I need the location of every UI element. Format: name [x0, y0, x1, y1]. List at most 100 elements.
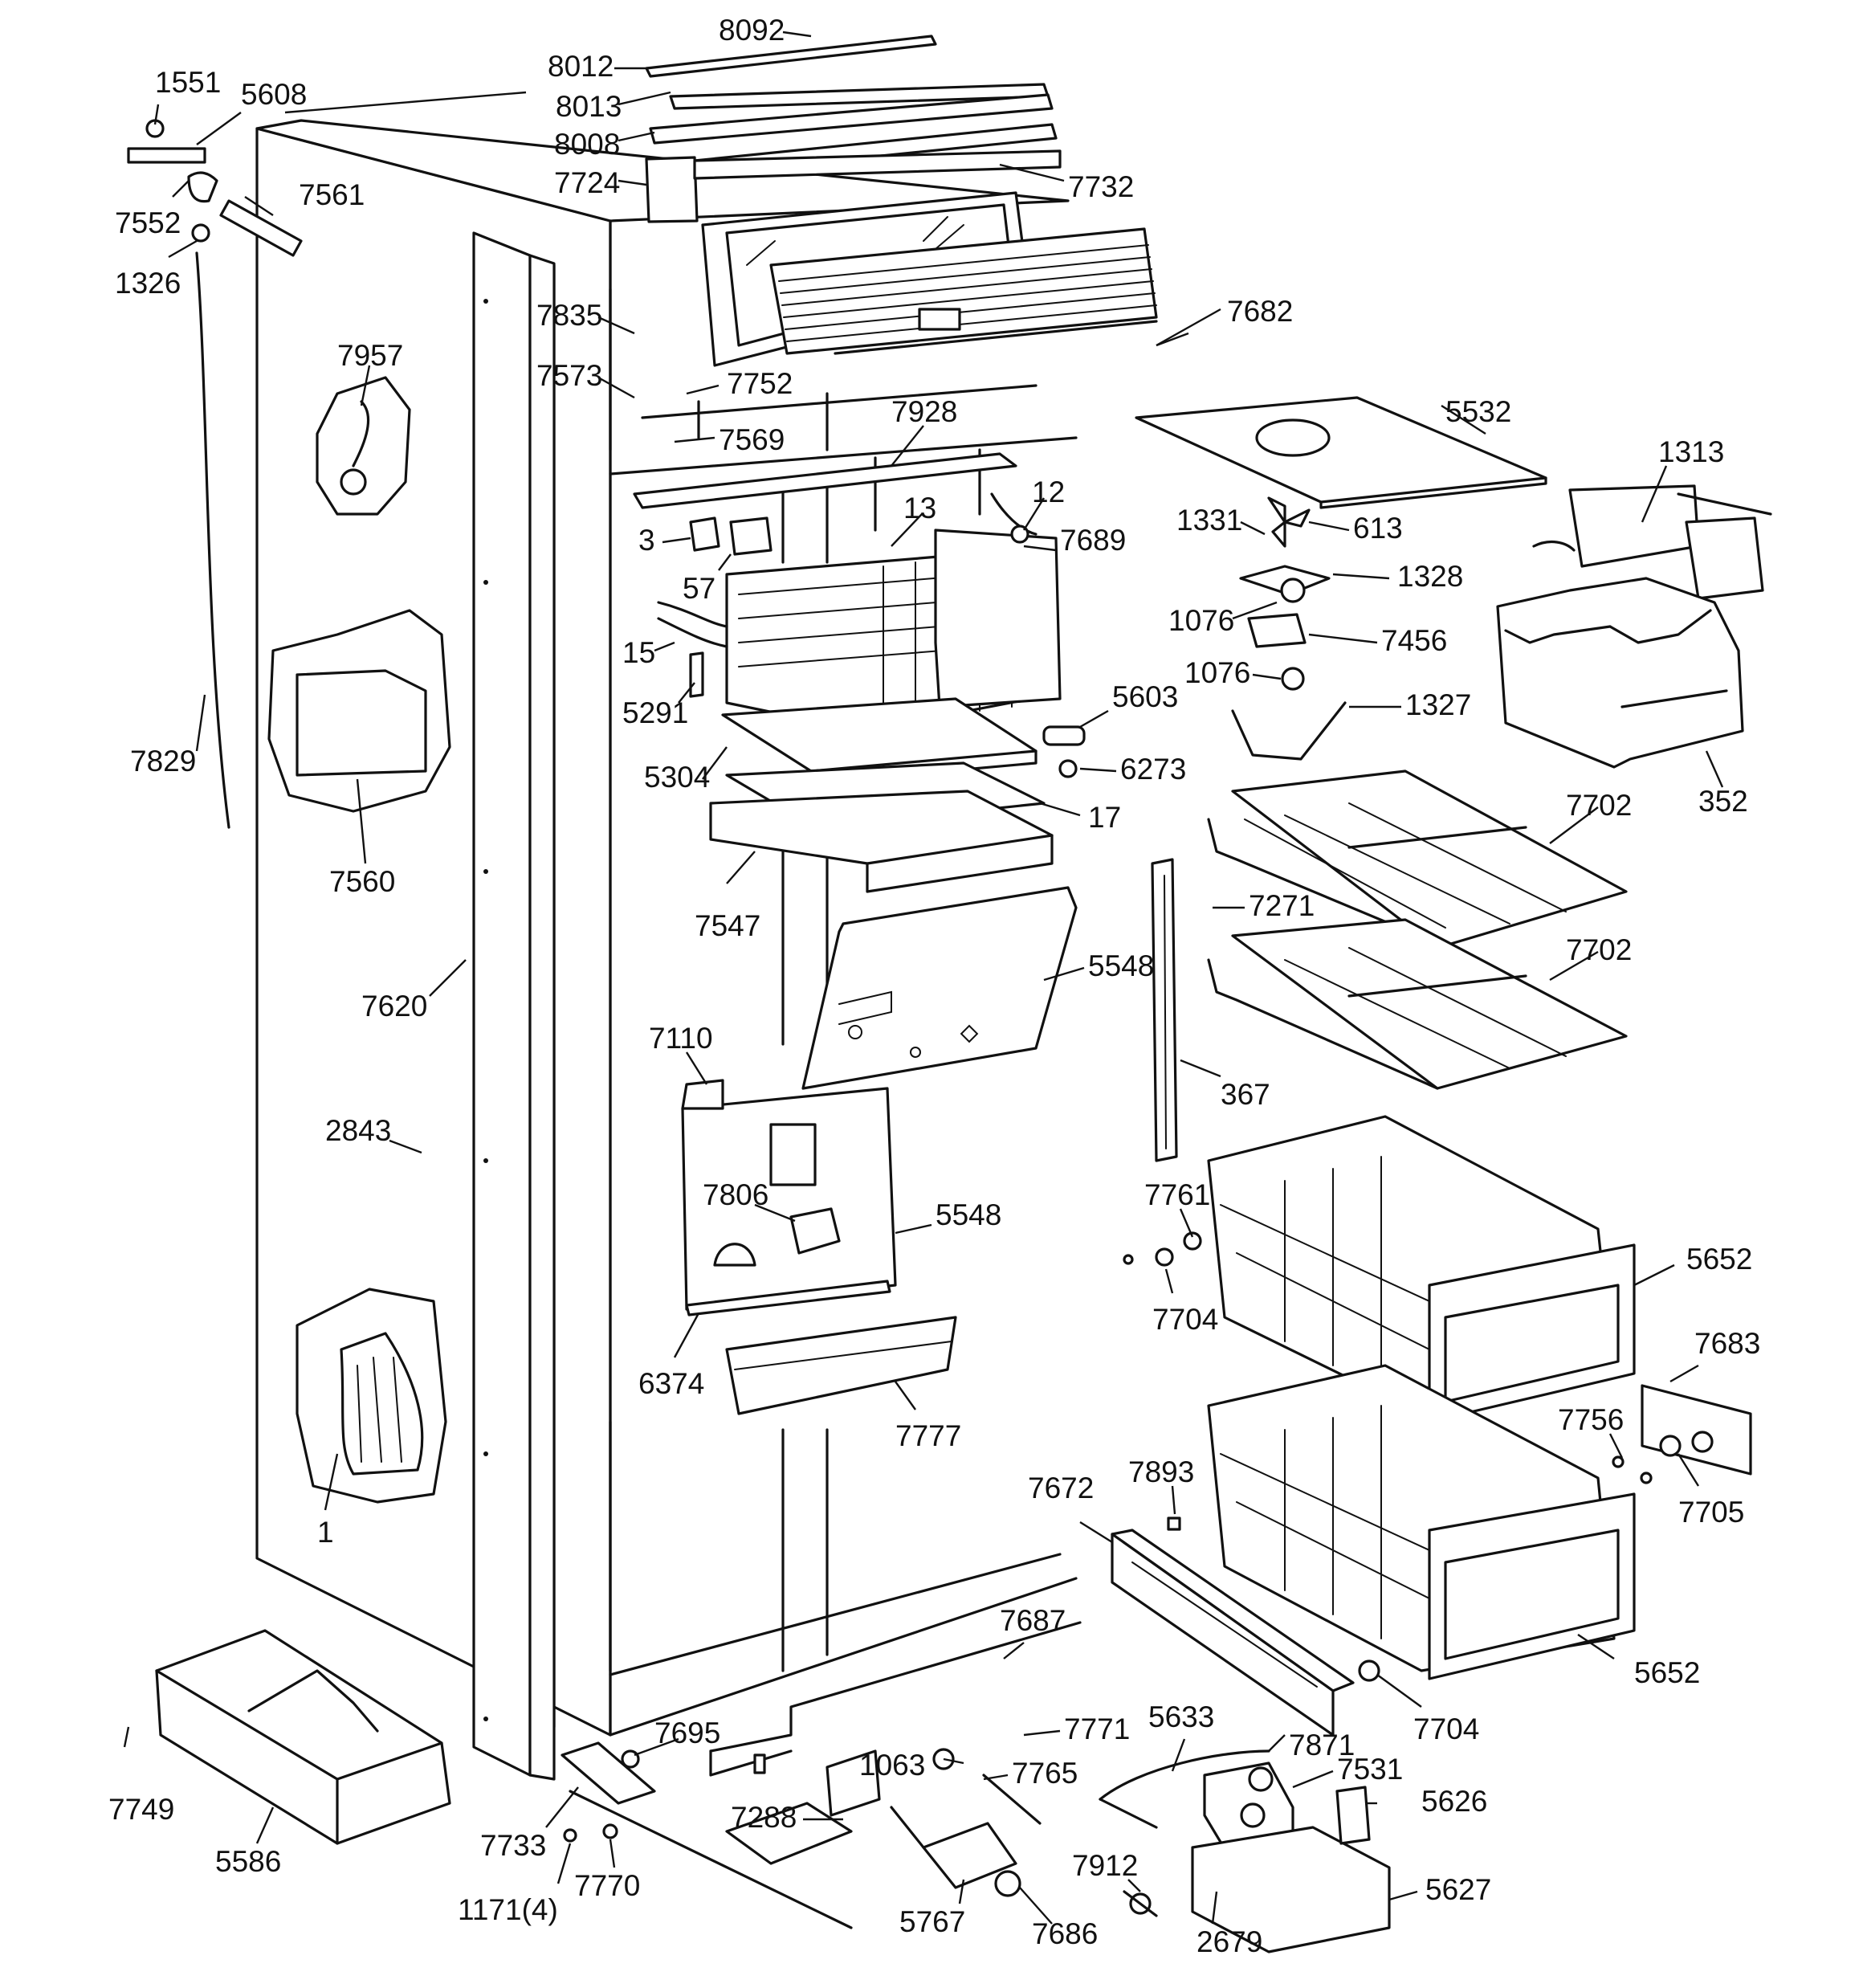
label-7732: 7732 — [1068, 170, 1134, 203]
shelf-7702-lower — [1207, 918, 1628, 1090]
label-7835: 7835 — [536, 299, 602, 332]
label-7704a: 7704 — [1152, 1303, 1218, 1336]
label-2679: 2679 — [1196, 1925, 1262, 1958]
label-5652a: 5652 — [1686, 1243, 1752, 1276]
label-7871: 7871 — [1289, 1729, 1355, 1761]
label-7733: 7733 — [480, 1829, 546, 1862]
louver-7682 — [769, 227, 1158, 355]
label-352: 352 — [1698, 785, 1748, 818]
rail-367 — [1151, 858, 1178, 1162]
label-1063: 1063 — [859, 1749, 925, 1782]
label-7893: 7893 — [1128, 1455, 1194, 1488]
strip-6374 — [685, 1280, 891, 1316]
label-7689: 7689 — [1060, 524, 1126, 557]
label-8008: 8008 — [554, 128, 620, 161]
label-1076a: 1076 — [1168, 604, 1234, 637]
front-channel-7620 — [472, 231, 556, 1781]
label-7705: 7705 — [1678, 1496, 1744, 1529]
label-17: 17 — [1088, 801, 1121, 834]
slide-7683 — [1612, 1384, 1752, 1484]
label-2843: 2843 — [325, 1114, 391, 1147]
label-7271: 7271 — [1249, 889, 1315, 922]
label-5767: 5767 — [899, 1905, 965, 1938]
label-7771: 7771 — [1064, 1712, 1130, 1745]
label-7547: 7547 — [695, 909, 760, 942]
label-5548a: 5548 — [1088, 949, 1154, 982]
label-7957: 7957 — [337, 339, 403, 372]
label-6273: 6273 — [1120, 753, 1186, 786]
label-7682: 7682 — [1227, 295, 1293, 328]
top-trim-strips — [645, 35, 1062, 223]
slide-7672 — [1111, 1517, 1380, 1737]
cover-5548-lower — [681, 1079, 897, 1311]
label-5627: 5627 — [1425, 1873, 1491, 1906]
basket-5652-upper — [1207, 1115, 1636, 1423]
label-1076b: 1076 — [1184, 656, 1250, 689]
label-5603: 5603 — [1112, 680, 1178, 713]
bin-352 — [1496, 577, 1744, 769]
label-7777: 7777 — [895, 1419, 961, 1452]
label-5652b: 5652 — [1634, 1656, 1700, 1689]
label-7620: 7620 — [361, 990, 427, 1023]
label-7288: 7288 — [731, 1801, 797, 1834]
basket-5652-lower — [1207, 1364, 1636, 1680]
label-613: 613 — [1353, 512, 1403, 545]
label-5586: 5586 — [215, 1845, 281, 1878]
label-8092: 8092 — [719, 14, 785, 47]
label-7702b: 7702 — [1566, 933, 1632, 966]
label-5304: 5304 — [644, 761, 710, 794]
label-5291: 5291 — [622, 696, 688, 729]
label-7770: 7770 — [574, 1869, 640, 1902]
label-1: 1 — [317, 1516, 334, 1549]
part-labels: 8092 8012 1551 5608 8013 8008 7724 7732 … — [108, 14, 1760, 1958]
label-13: 13 — [903, 492, 936, 525]
label-7683: 7683 — [1694, 1327, 1760, 1360]
label-7686: 7686 — [1032, 1917, 1098, 1950]
label-7829: 7829 — [130, 745, 196, 778]
label-7912: 7912 — [1072, 1849, 1138, 1882]
label-5633: 5633 — [1148, 1700, 1214, 1733]
ice-maker-1313 — [1532, 484, 1772, 600]
label-7695: 7695 — [654, 1717, 720, 1749]
label-7749: 7749 — [108, 1793, 174, 1826]
leader-lines — [123, 31, 1724, 1925]
label-1171: 1171(4) — [458, 1893, 558, 1926]
label-7456: 7456 — [1381, 624, 1447, 657]
label-7761: 7761 — [1144, 1178, 1210, 1211]
bracket-7733 — [561, 1741, 853, 1929]
label-6374: 6374 — [638, 1367, 704, 1400]
label-8013: 8013 — [556, 90, 622, 123]
label-1551: 1551 — [155, 66, 221, 99]
shelf-5532 — [1135, 396, 1547, 509]
label-7552: 7552 — [115, 206, 181, 239]
evaporator-13 — [657, 492, 1062, 733]
lower-plates — [725, 1748, 1042, 1897]
label-7672: 7672 — [1028, 1472, 1094, 1504]
water-fittings — [127, 119, 303, 829]
shroud-7928 — [633, 452, 1017, 509]
label-1327: 1327 — [1405, 688, 1471, 721]
label-1313: 1313 — [1658, 435, 1724, 468]
label-7724: 7724 — [554, 166, 620, 199]
label-7756: 7756 — [1558, 1403, 1624, 1436]
label-7702a: 7702 — [1566, 789, 1632, 822]
label-7765: 7765 — [1012, 1757, 1078, 1790]
label-12: 12 — [1032, 476, 1065, 508]
cover-5548-upper — [801, 886, 1078, 1090]
fan-613 — [1231, 496, 1347, 761]
toe-strip-7687 — [709, 1621, 1082, 1777]
clips-7761-7704 — [1123, 1231, 1202, 1267]
label-7569: 7569 — [719, 423, 785, 456]
box-5586 — [155, 1629, 451, 1845]
label-367: 367 — [1221, 1078, 1270, 1111]
label-1331: 1331 — [1176, 504, 1242, 537]
label-7573: 7573 — [536, 359, 602, 392]
label-7928: 7928 — [891, 395, 957, 428]
label-5608: 5608 — [241, 78, 307, 111]
label-5548b: 5548 — [936, 1198, 1001, 1231]
harness-7957 — [316, 376, 411, 516]
valve-assembly — [1099, 1749, 1391, 1953]
label-7561: 7561 — [299, 178, 365, 211]
label-5626: 5626 — [1421, 1785, 1487, 1818]
